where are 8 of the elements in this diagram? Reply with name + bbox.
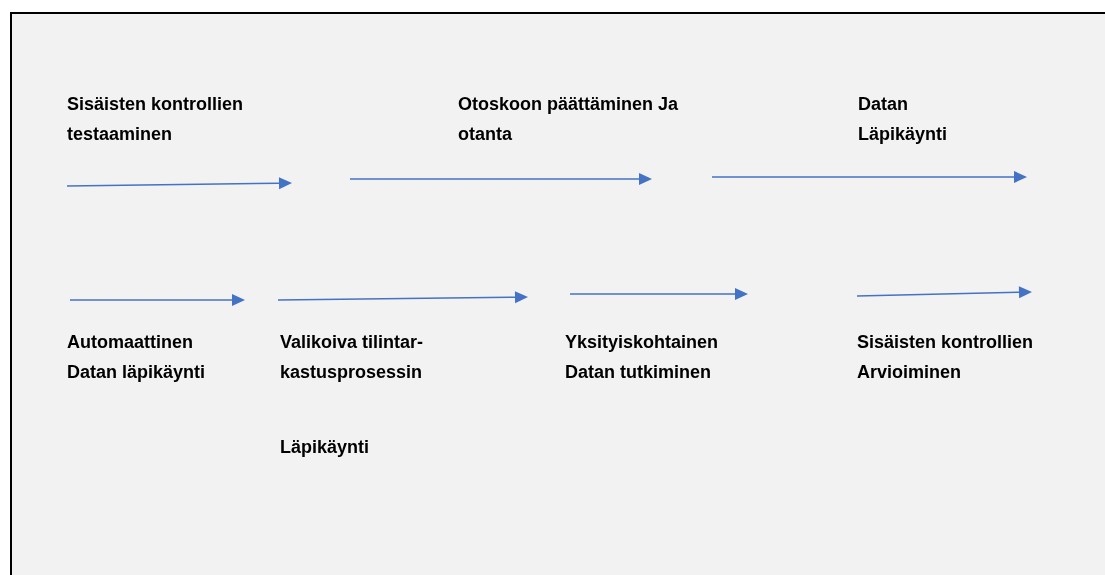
step-label: Valikoiva tilintar- kastusprosessin — [280, 331, 425, 384]
step-label: Sisäisten kontrollien Arvioiminen — [857, 331, 1035, 384]
step-label: Otoskoon päättäminen Ja otanta — [458, 93, 680, 146]
step-label: Sisäisten kontrollien testaaminen — [67, 93, 245, 146]
step-label: Yksityiskohtainen Datan tutkiminen — [565, 331, 720, 384]
step-label: Läpikäynti — [280, 436, 371, 459]
step-label: Datan Läpikäynti — [858, 93, 949, 146]
step-label: Automaattinen Datan läpikäynti — [67, 331, 207, 384]
